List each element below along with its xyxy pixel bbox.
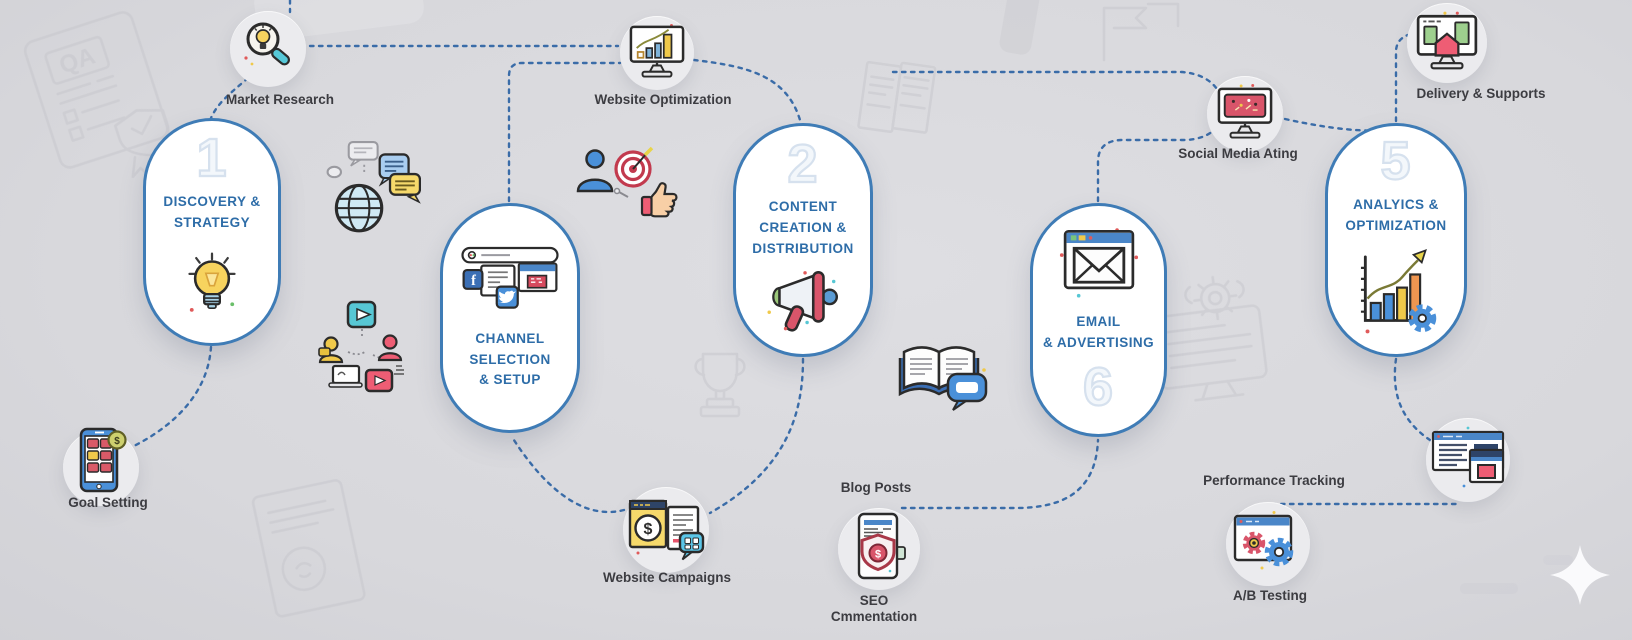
stage-content-creation-distribution: 2 CONTENT CREATION & DISTRIBUTION [733,123,873,357]
globe-chat-icon [326,140,422,242]
stage-title: EMAIL & ADVERTISING [1042,314,1155,351]
satellite-market-research [230,11,306,87]
satellite-label-top: Blog Posts [840,480,912,495]
stage-number: 6 [1082,357,1115,418]
satellite-label: Website Optimization [594,92,732,107]
growth-chart-gear-icon [1350,246,1442,343]
satellite-browser-windows [1426,418,1510,502]
stage-title: CONTENT CREATION & DISTRIBUTION [752,199,854,257]
phone-shield-dollar-icon: $ [847,511,911,588]
satellite-label: Market Research [225,92,335,107]
satellite-label: Website Campaigns [602,570,732,585]
satellite-label: Social Media Ating [1178,146,1298,161]
stage-number: 2 [786,133,819,194]
connector [1096,129,1215,203]
stage-title: CHANNEL SELECTION & SETUP [469,330,551,388]
satellite-goal-setting: $ [63,427,139,506]
browser-windows-icon [1430,426,1506,495]
connector [891,70,1219,91]
stage-number: 5 [1379,131,1412,192]
sparkle-star [1550,545,1610,605]
megaphone-icon [760,269,846,340]
satellite-blog-posts-seo: $ [838,508,920,590]
stage-title: ANALYICS & OPTIMIZATION [1345,196,1447,233]
svg-text:f: f [471,273,476,289]
stage-channel-selection-setup: f CHANNEL SELECTION & SETUP [440,203,580,433]
satellite-label-bottom: A/B Testing [1233,588,1307,603]
stage-discovery-strategy: 1 DISCOVERY & STRATEGY [143,118,281,346]
stage-email-advertising: EMAIL & ADVERTISING 6 [1030,203,1167,437]
browser-dollar-docs-icon: $ [626,495,706,566]
monitor-gear-watermark [1152,276,1268,402]
connector [692,58,802,122]
monitor-social-feed-icon [1214,83,1276,145]
browser-gears-icon [1232,510,1304,579]
svg-text:$: $ [875,548,881,560]
tablet-apps-coin-icon: $ [71,427,131,503]
magnifier-lightbulb-icon [238,17,298,82]
satellite-delivery-supports [1407,3,1487,83]
svg-text:$: $ [644,521,653,538]
connector [130,345,213,449]
lightbulb-icon [176,243,248,330]
satellite-website-optimization [620,16,694,90]
document-watermark [251,479,366,618]
monitor-growth-chart-icon [626,23,688,84]
connector [900,438,1100,510]
svg-text:$: $ [114,436,120,447]
satellite-website-campaigns: $ [623,487,709,573]
target-person-thumbs-up-icon [575,145,679,230]
stage-analytics-optimization: 5 ANALYICS & OPTIMIZATION [1325,123,1467,357]
satellite-label: Goal Setting [68,495,148,510]
trophy-watermark [694,352,746,418]
connector [510,435,626,514]
stage-title: DISCOVERY & STRATEGY [163,193,261,230]
social-channels-browser-icon: f [457,245,563,320]
satellite-performance-ab-testing [1226,502,1310,586]
satellite-social-media [1207,76,1283,152]
book-chat-icon [896,344,988,417]
satellite-label-top: Performance Tracking [1203,473,1345,488]
connector [708,357,805,515]
stage-number: 1 [195,128,228,189]
document-pages-watermark [857,60,937,134]
svg-text:QA: QA [56,42,99,79]
satellite-label-bottom: SEO Cmmentation [830,593,918,625]
satellite-label: Delivery & Supports [1416,86,1546,101]
email-browser-icon [1058,228,1140,303]
monitor-delivery-icon [1414,11,1480,76]
video-people-icon [318,300,406,407]
flag-watermark [1102,2,1180,62]
